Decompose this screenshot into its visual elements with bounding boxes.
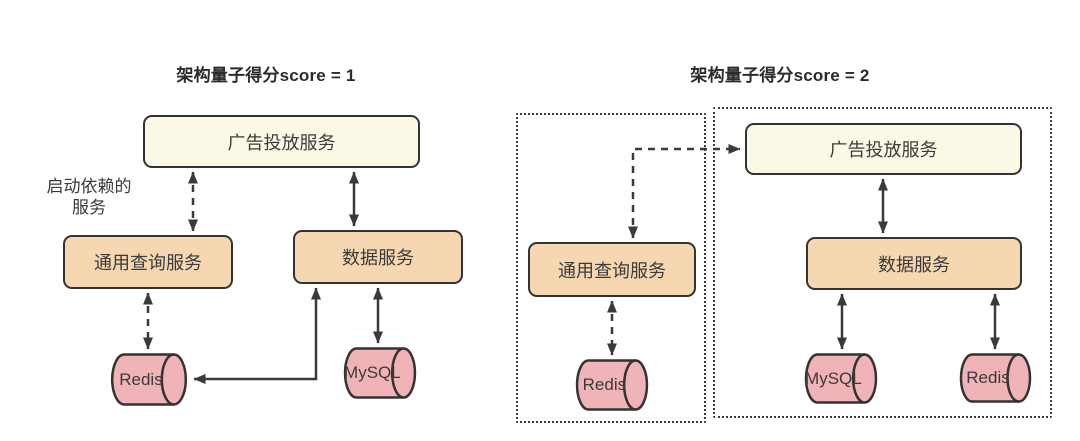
database-cylinder-icon	[574, 359, 650, 411]
node-ad-service-2: 广告投放服务	[745, 123, 1022, 175]
quantum-boundary-query	[516, 113, 706, 423]
startup-dependency-label-line1: 启动依赖的	[46, 177, 132, 196]
diagram1-title: 架构量子得分score = 1	[176, 66, 356, 85]
node-ad-service-1-label: 广告投放服务	[227, 132, 336, 153]
node-redis-2-query-label: Redis	[582, 375, 627, 394]
node-ad-service-2-label: 广告投放服务	[829, 140, 938, 160]
node-mysql-2-label: MySQL	[805, 368, 862, 388]
node-query-service-2: 通用查询服务	[528, 242, 696, 297]
startup-dependency-label: 启动依赖的 服务	[34, 176, 144, 218]
quantum-boundary-ad	[713, 107, 1052, 418]
node-data-service-2: 数据服务	[806, 237, 1022, 290]
node-data-service-1-label: 数据服务	[342, 248, 414, 268]
database-cylinder-icon	[109, 353, 189, 406]
node-redis-1: Redis	[109, 353, 189, 406]
edge-data-to-redis-elbow-1	[193, 287, 321, 384]
node-data-service-1: 数据服务	[293, 230, 463, 284]
database-cylinder-icon	[342, 347, 418, 399]
node-data-service-2-label: 数据服务	[878, 254, 950, 275]
node-mysql-2: MySQL	[803, 353, 879, 404]
node-redis-2-data-label: Redis	[966, 368, 1010, 387]
node-redis-2-query: Redis	[574, 359, 650, 411]
startup-dependency-label-line2: 服务	[72, 198, 106, 217]
node-mysql-1-label: MySQL	[344, 363, 401, 382]
node-ad-service-1: 广告投放服务	[143, 115, 420, 168]
node-query-service-1-label: 通用查询服务	[94, 253, 202, 273]
database-cylinder-icon	[958, 353, 1033, 403]
node-query-service-1: 通用查询服务	[63, 235, 233, 289]
node-redis-2-data: Redis	[958, 353, 1033, 403]
database-cylinder-icon	[803, 353, 879, 404]
node-redis-1-label: Redis	[119, 369, 163, 389]
node-query-service-2-label: 通用查询服务	[558, 260, 666, 281]
diagram2-title: 架构量子得分score = 2	[690, 66, 870, 85]
node-mysql-1: MySQL	[342, 347, 418, 399]
